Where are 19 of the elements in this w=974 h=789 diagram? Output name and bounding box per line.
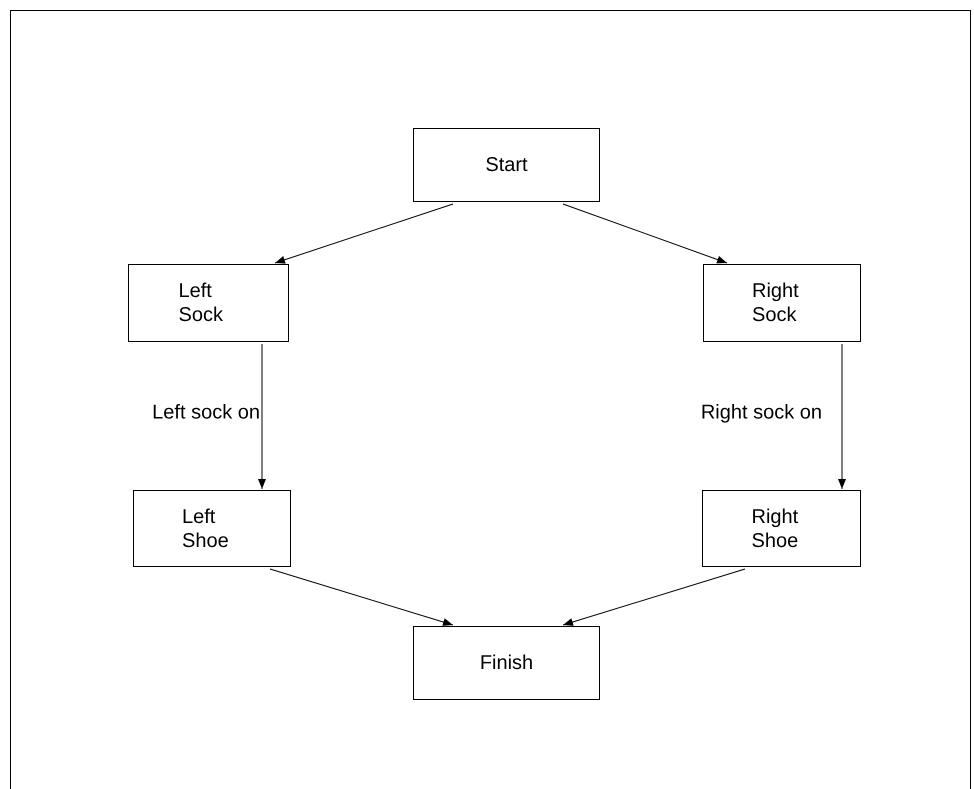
box-label: Finish <box>480 651 534 675</box>
box-label: Right Shoe <box>752 504 800 552</box>
arrow <box>258 344 266 490</box>
arrow <box>270 568 454 626</box>
edge-label: Right sock on <box>700 402 822 424</box>
arrow <box>562 204 728 264</box>
process-box <box>413 626 600 700</box>
process-box <box>702 490 861 567</box>
box-label: Left Shoe <box>182 504 230 552</box>
arrow <box>274 204 454 264</box>
box-label: Left Sock <box>178 279 224 327</box>
box-label: Right Sock <box>752 279 800 327</box>
arrow <box>562 568 746 626</box>
arrow <box>838 344 846 490</box>
process-box <box>133 490 291 567</box>
process-box <box>128 264 289 342</box>
process-box <box>703 264 861 342</box>
box-label: Start <box>485 153 528 177</box>
process-box <box>413 128 600 202</box>
